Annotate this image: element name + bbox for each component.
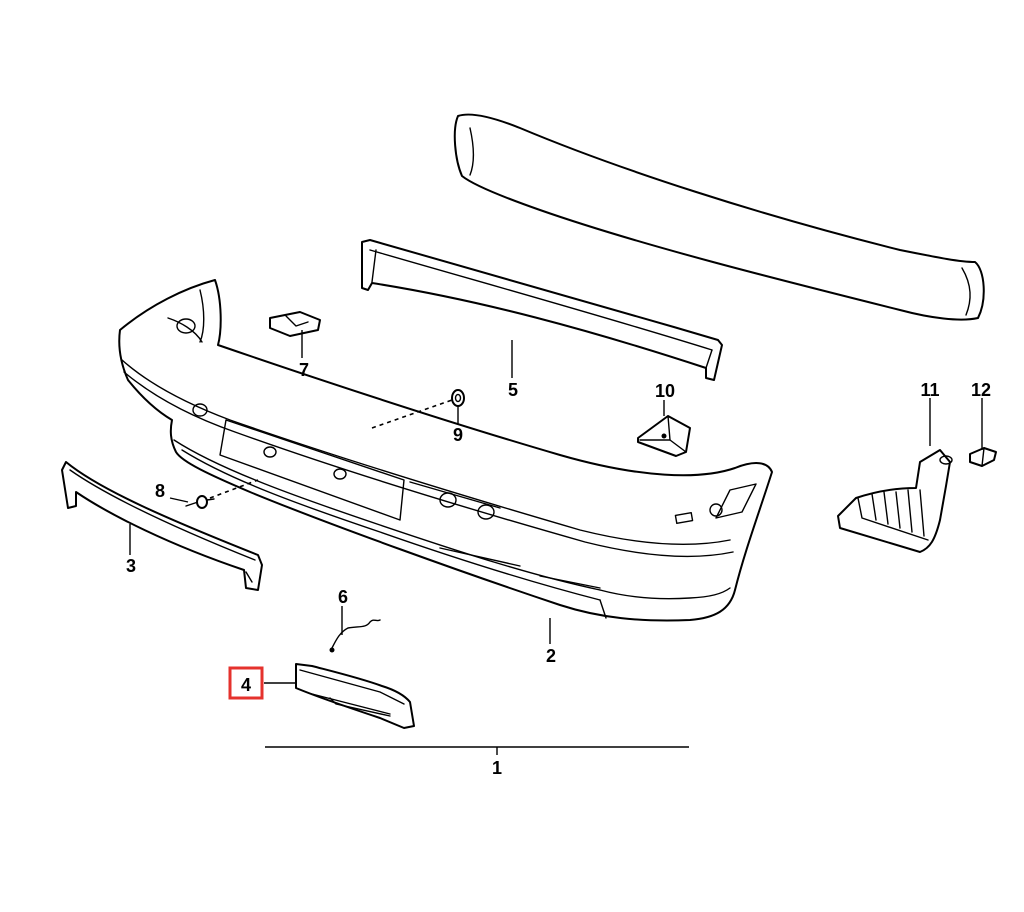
highlight-box-4 (228, 666, 264, 700)
callout-9: 9 (453, 425, 463, 445)
bumper-carrier-part[interactable] (361, 239, 723, 381)
air-duct-part[interactable] (837, 449, 953, 553)
clip-part-12[interactable] (969, 447, 997, 467)
callout-1: 1 (492, 758, 502, 778)
callout-2: 2 (546, 646, 556, 666)
clip-part-7[interactable] (269, 311, 321, 337)
callout-6: 6 (338, 587, 348, 607)
bumper-cover-part[interactable] (118, 279, 773, 622)
callout-11: 11 (920, 380, 939, 400)
callout-7: 7 (299, 360, 309, 380)
impact-absorber-part[interactable] (453, 113, 985, 321)
wire-part-6[interactable] (329, 619, 381, 653)
moulding-strip-part[interactable] (61, 461, 263, 591)
callout-12: 12 (971, 380, 991, 400)
callout-4: 4 (241, 675, 251, 695)
dashed-link-8 (209, 479, 259, 499)
dashed-link-9 (371, 399, 453, 429)
screw-part-8[interactable] (185, 495, 215, 509)
callout-10: 10 (655, 381, 675, 401)
callout-8: 8 (155, 481, 165, 501)
nut-part-9[interactable] (451, 389, 465, 407)
leader-8 (169, 497, 189, 503)
callout-5: 5 (508, 380, 518, 400)
callout-3: 3 (126, 556, 136, 576)
assembly-bracket-line (265, 746, 689, 755)
grille-part-4[interactable] (295, 663, 415, 729)
bracket-part-10[interactable] (637, 415, 691, 457)
